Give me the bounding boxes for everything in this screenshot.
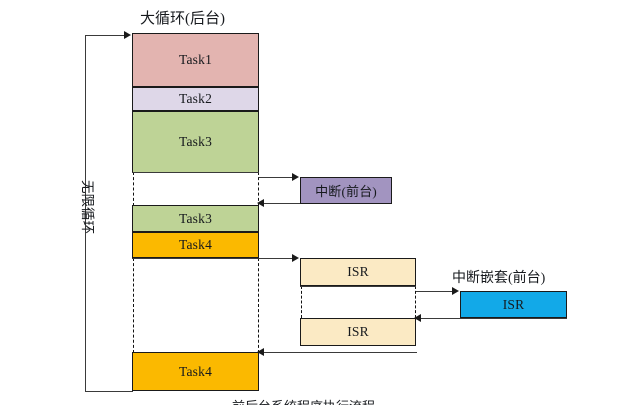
loop-left-segment [85, 35, 86, 392]
infinite-loop-label: 无限循环 [80, 180, 95, 234]
task-block-task1[interactable]: Task1 [132, 33, 259, 87]
isr-return-line [262, 352, 417, 353]
nested-isr-return-arrow-icon [414, 314, 421, 322]
isr-gap-top-rule [300, 286, 416, 287]
gap-top-rule-upper [132, 172, 259, 173]
loop-bottom-segment [85, 391, 133, 392]
task-block-task4-first[interactable]: Task4 [132, 232, 259, 258]
interrupt-enter-arrow-icon [292, 173, 299, 181]
interrupt-return-line [262, 203, 300, 204]
isr-box-upper[interactable]: ISR [300, 258, 416, 286]
isr-enter-line [259, 258, 294, 259]
task-block-task3-second[interactable]: Task3 [132, 205, 259, 232]
nested-isr-enter-arrow-icon [452, 287, 459, 295]
page-title: 大循环(后台) [140, 11, 225, 27]
gap-top-rule-lower [132, 258, 259, 259]
interrupt-return-arrow-icon [257, 199, 264, 207]
nested-isr-enter-line [416, 291, 454, 292]
nested-isr-return-line [419, 318, 567, 319]
dashed-guide-left-lower [133, 258, 134, 353]
task-block-task4-second[interactable]: Task4 [132, 352, 259, 391]
dashed-guide-isr-left [301, 286, 302, 318]
dashed-guide-right-upper [258, 172, 259, 206]
loop-top-arrow-icon [124, 31, 131, 39]
task-block-task2[interactable]: Task2 [132, 87, 259, 111]
dashed-guide-isr-right [415, 286, 416, 318]
dashed-guide-left-upper [133, 172, 134, 206]
isr-enter-arrow-icon [292, 254, 299, 262]
diagram-caption: 前后台系统程序执行流程 [232, 396, 375, 405]
interrupt-enter-line [259, 177, 294, 178]
isr-return-arrow-icon [257, 348, 264, 356]
nested-isr-box[interactable]: ISR [460, 291, 567, 318]
interrupt-foreground-box[interactable]: 中断(前台) [300, 177, 392, 204]
dashed-guide-right-lower [258, 258, 259, 353]
nested-interrupt-label: 中断嵌套(前台) [452, 271, 546, 286]
task-block-task3-first[interactable]: Task3 [132, 111, 259, 173]
loop-top-segment [85, 35, 127, 36]
isr-box-lower[interactable]: ISR [300, 318, 416, 346]
